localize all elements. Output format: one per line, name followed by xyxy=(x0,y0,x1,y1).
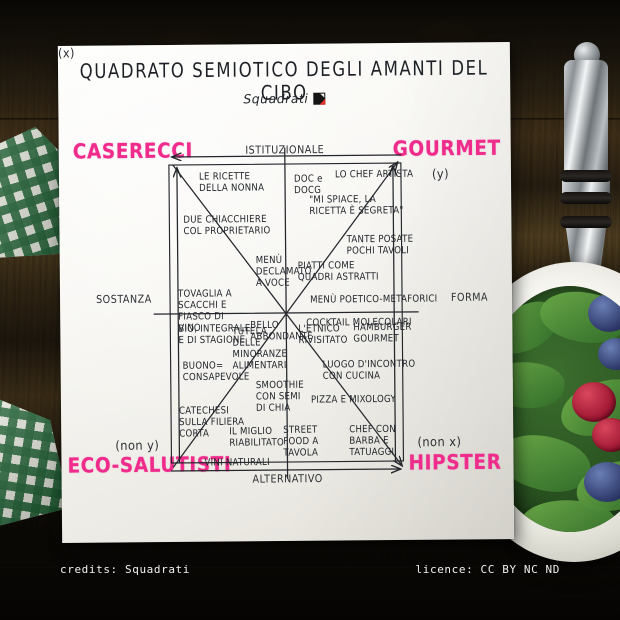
stopper-band xyxy=(562,180,610,194)
paper-sheet: QUADRATO SEMIOTICO DEGLI AMANTI DEL CIBO… xyxy=(58,42,515,543)
note-chef-con-barba-tatuaggi: CHEF CON BARBA E TATUAGGI xyxy=(349,423,397,459)
note-hamburger-gourmet: HAMBURGER GOURMET xyxy=(353,321,412,346)
note-due-chiacchiere: DUE CHIACCHIERE COL PROPRIETARIO xyxy=(183,214,271,238)
note-le-ricette-della-nonna: LE RICETTE DELLA NONNA xyxy=(198,171,265,195)
stopper-body xyxy=(564,60,608,180)
note-street-food-a-tavola: STREET FOOD A TAVOLA xyxy=(283,424,319,460)
blueberry xyxy=(598,338,620,370)
note-smoothie-semi-chia: SMOOTHIE CON SEMI DI CHIA xyxy=(255,379,304,415)
stopper-ring xyxy=(560,216,612,228)
note-il-miglio-riabilitato: IL MIGLIO RIABILITATO xyxy=(229,425,285,450)
note-vini-naturali: VINI NATURALI xyxy=(204,457,270,469)
semiotic-square-diagram xyxy=(153,147,419,479)
wine-bottle-stopper xyxy=(556,42,618,336)
note-pizza-e-mixology: PIZZA E MIXOLOGY xyxy=(310,393,397,407)
blueberry xyxy=(588,294,620,332)
blueberry xyxy=(584,462,620,502)
note-lo-chef-artista: LO CHEF ARTISTA xyxy=(334,168,414,181)
stopper-ring xyxy=(560,192,612,204)
note-luogo-incontro-cucina: LUOGO D'INCONTRO CON CUCINA xyxy=(322,358,416,383)
note-ricetta-segreta: "MI SPIACE, LA RICETTA È SEGRETA" xyxy=(309,194,404,218)
raspberry xyxy=(572,382,616,422)
note-piatti-come-quadri: PIATTI COME QUADRI ASTRATTI xyxy=(297,260,379,284)
note-tante-posate: TANTE POSATE POCHI TAVOLI xyxy=(346,233,414,258)
note-menu-poetico-metaforici: MENÙ POETICO-METAFORICI xyxy=(310,293,438,307)
note-tutela-minoranze: TUTELA DELLE MINORANZE ALIMENTARI xyxy=(232,326,288,372)
note-etnico-rivisitato: L'ETNICO RIVISITATO xyxy=(298,323,348,347)
raspberry xyxy=(592,418,620,452)
stopper-ring xyxy=(560,170,612,182)
